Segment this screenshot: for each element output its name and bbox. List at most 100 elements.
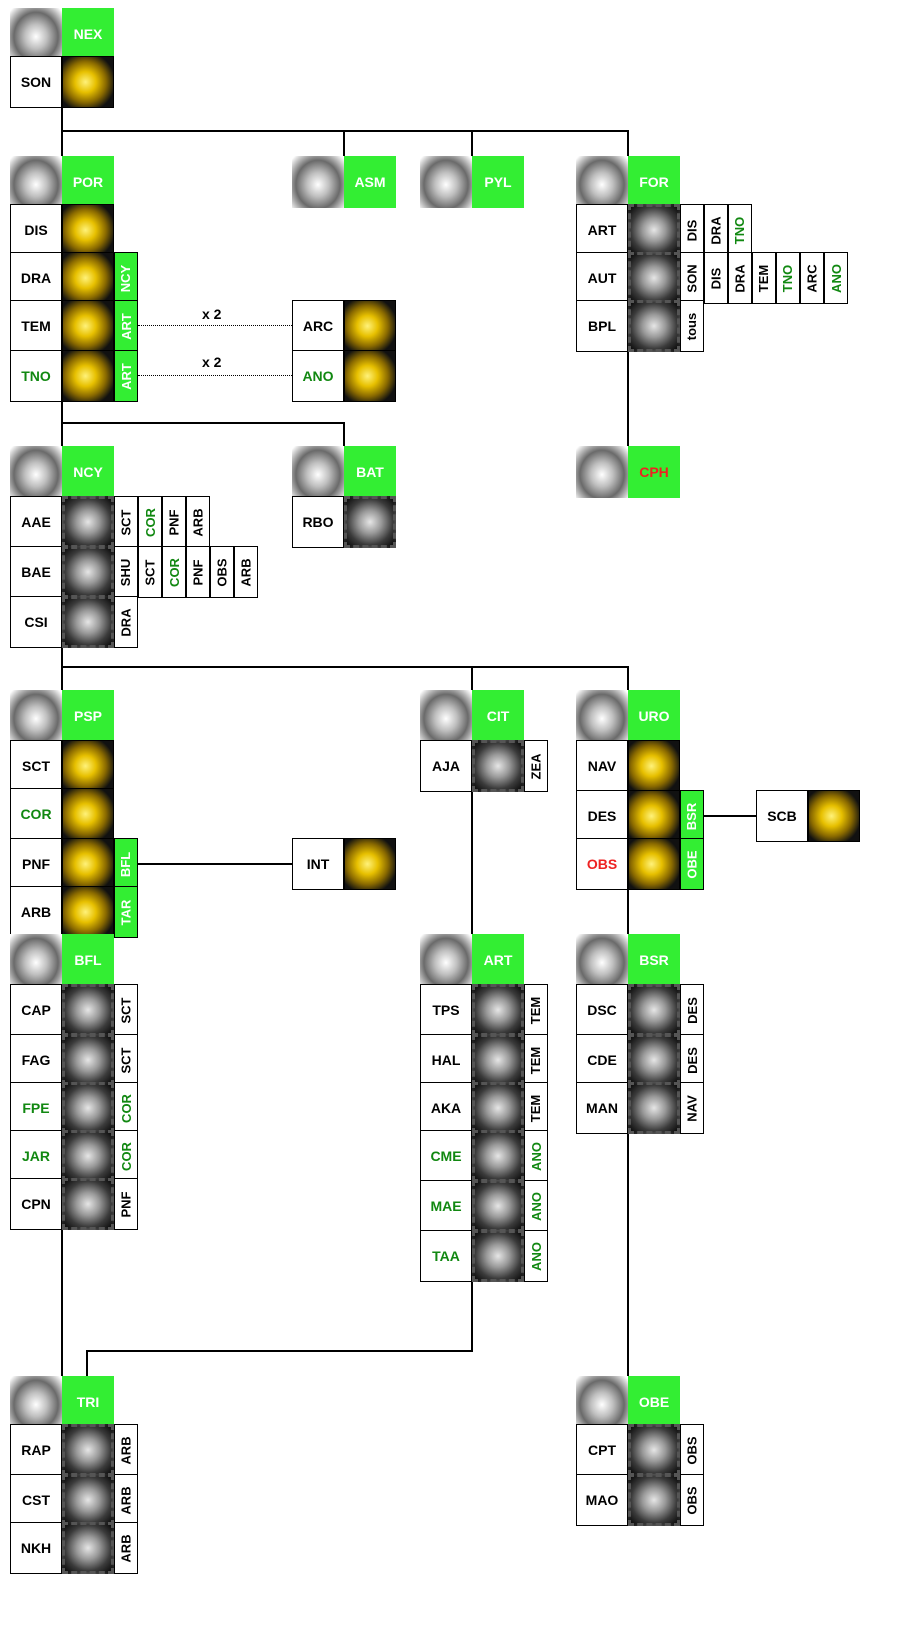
connector-line <box>627 352 629 446</box>
ncy-csi-icon <box>62 596 114 648</box>
tri-rap-req-text: ARB <box>119 1436 134 1464</box>
bfl-head: BFL <box>62 934 114 986</box>
art-aka-req: TEM <box>524 1082 548 1134</box>
bfl-cap-req-text: SCT <box>119 997 134 1023</box>
art-aka-icon <box>472 1082 524 1134</box>
art-tps-req-text: TEM <box>529 996 544 1023</box>
tri-icon <box>10 1376 62 1428</box>
obe-mao-label: MAO <box>576 1474 628 1526</box>
for-aut-req-son: SON <box>680 252 704 304</box>
psp-sct-label: SCT <box>10 740 62 792</box>
psp-arb-icon <box>62 886 114 938</box>
art-taa-req-text: ANO <box>529 1242 544 1271</box>
tri-rap-req: ARB <box>114 1424 138 1476</box>
art-tps-label: TPS <box>420 984 472 1036</box>
asm-head: ASM <box>344 156 396 208</box>
nexus-son-label: SON <box>10 56 62 108</box>
psp-pnf-req: BFL <box>114 838 138 890</box>
art-hal-req: TEM <box>524 1034 548 1086</box>
bfl-cpn-label: CPN <box>10 1178 62 1230</box>
for-aut-req-arc-text: ARC <box>805 264 820 292</box>
art-cme-label: CME <box>420 1130 472 1182</box>
tri-rap-icon <box>62 1424 114 1476</box>
tri-cst-icon <box>62 1474 114 1526</box>
por-tem-icon <box>62 300 114 352</box>
por-icon <box>10 156 62 208</box>
ncy-aae-req-sct-text: SCT <box>119 509 134 535</box>
art-taa-label: TAA <box>420 1230 472 1282</box>
art-mae-icon <box>472 1180 524 1232</box>
obe-icon <box>576 1376 628 1428</box>
bfl-fag-req-text: SCT <box>119 1047 134 1073</box>
for-aut-req-tem-text: TEM <box>757 264 772 291</box>
art-cme-icon <box>472 1130 524 1182</box>
ncy-aae-icon <box>62 496 114 548</box>
for-aut-req-tno-text: TNO <box>781 264 796 291</box>
ncy-aae-req-sct: SCT <box>114 496 138 548</box>
tri-nkh-req-text: ARB <box>119 1534 134 1562</box>
arc-label: ARC <box>292 300 344 352</box>
bsr-cde-icon <box>628 1034 680 1086</box>
ncy-bae-req-arb-text: ARB <box>239 558 254 586</box>
bat-rbo-icon <box>344 496 396 548</box>
connector-line <box>61 646 63 690</box>
ncy-csi-req-dra: DRA <box>114 596 138 648</box>
connector-line <box>471 790 473 934</box>
uro-des-icon <box>628 790 680 842</box>
por-dra-req-text: NCY <box>119 264 134 291</box>
asm-icon <box>292 156 344 208</box>
obe-head: OBE <box>628 1376 680 1428</box>
bfl-icon <box>10 934 62 986</box>
bfl-fag-label: FAG <box>10 1034 62 1086</box>
for-aut-req-son-text: SON <box>685 264 700 292</box>
for-bpl-icon <box>628 300 680 352</box>
for-bpl-label: BPL <box>576 300 628 352</box>
art-mae-req-text: ANO <box>529 1192 544 1221</box>
obe-cpt-icon <box>628 1424 680 1476</box>
por-tno-label: TNO <box>10 350 62 402</box>
bsr-dsc-req: DES <box>680 984 704 1036</box>
bsr-man-icon <box>628 1082 680 1134</box>
for-aut-req-dra-text: DRA <box>733 264 748 292</box>
art-hal-req-text: TEM <box>529 1046 544 1073</box>
tri-nkh-label: NKH <box>10 1522 62 1574</box>
ncy-bae-req-pnf: PNF <box>186 546 210 598</box>
ncy-aae-req-pnf: PNF <box>162 496 186 548</box>
connector-line <box>343 130 345 156</box>
uro-obs-req-text: OBE <box>685 850 700 878</box>
psp-icon <box>10 690 62 742</box>
int-icon <box>344 838 396 890</box>
por-dis-label: DIS <box>10 204 62 256</box>
for-aut-icon <box>628 252 680 304</box>
cph-icon <box>576 446 628 498</box>
ncy-bae-req-obs-text: OBS <box>215 558 230 586</box>
for-aut-req-arc: ARC <box>800 252 824 304</box>
for-aut-req-tem: TEM <box>752 252 776 304</box>
bsr-dsc-icon <box>628 984 680 1036</box>
bat-icon <box>292 446 344 498</box>
bfl-fag-icon <box>62 1034 114 1086</box>
ncy-bae-req-obs: OBS <box>210 546 234 598</box>
psp-pnf-label: PNF <box>10 838 62 890</box>
bsr-man-req: NAV <box>680 1082 704 1134</box>
por-tno-icon <box>62 350 114 402</box>
ncy-aae-req-arb-text: ARB <box>191 508 206 536</box>
cit-aja-icon <box>472 740 524 792</box>
bfl-fag-req: SCT <box>114 1034 138 1086</box>
bfl-fpe-req: COR <box>114 1082 138 1134</box>
ncy-icon <box>10 446 62 498</box>
multiplier-label: x 2 <box>202 306 221 322</box>
psp-head: PSP <box>62 690 114 742</box>
uro-nav-icon <box>628 740 680 792</box>
for-art-req-dis: DIS <box>680 204 704 256</box>
por-dra-icon <box>62 252 114 304</box>
bsr-dsc-req-text: DES <box>685 997 700 1024</box>
tri-rap-label: RAP <box>10 1424 62 1476</box>
bfl-cpn-req-text: PNF <box>119 1191 134 1217</box>
for-icon <box>576 156 628 208</box>
ncy-bae-req-arb: ARB <box>234 546 258 598</box>
obe-cpt-label: CPT <box>576 1424 628 1476</box>
connector-line <box>86 1350 88 1376</box>
pyl-icon <box>420 156 472 208</box>
